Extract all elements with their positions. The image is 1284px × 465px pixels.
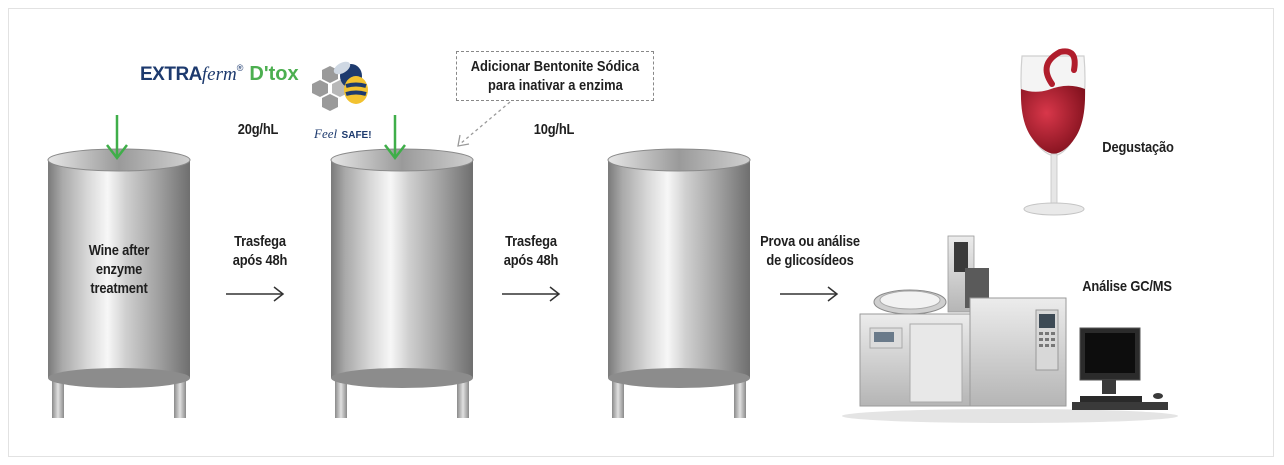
feel-text: Feel [314,126,338,141]
tank-1 [47,148,191,418]
feel-safe-logo: Feel SAFE! [314,125,372,143]
callout-pointer-arrow [457,101,511,147]
extraferm-dtox-logo: EXTRAferm® D'tox [140,63,299,93]
right-arrow-icon [780,286,839,302]
dose-10: 10g/hL [533,121,575,138]
dose-20: 20g/hL [237,121,279,138]
down-arrow-icon [384,115,406,161]
right-arrow-icon [226,286,285,302]
down-arrow-icon [106,115,128,161]
bee-logo-icon [312,61,368,111]
step-3-line-2: de glicosídeos [766,252,854,269]
step-1-line-2: após 48h [232,252,288,269]
callout-line-2: para inativar a enzima [487,77,623,94]
step-2-label: Trasfega após 48h [484,232,579,270]
callout-line-1: Adicionar Bentonite Sódica [470,58,640,75]
wine-glass-icon [1020,48,1086,216]
brand-ferm: ferm [201,64,237,85]
tank-1-label: Wine after enzyme treatment [72,241,167,298]
diagram-frame [8,8,1274,457]
brand-extra: EXTRA [140,64,202,85]
tank-1-label-line-3: treatment [90,280,148,297]
analysis-label: Análise GC/MS [1082,278,1172,295]
bentonite-callout: Adicionar Bentonite Sódica para inativar… [456,51,654,101]
tank-1-label-line-2: enzyme [95,261,143,278]
step-1-label: Trasfega após 48h [213,232,308,270]
brand-registered: ® [236,63,244,73]
step-3-label: Prova ou análise de glicosídeos [746,232,875,270]
tasting-label: Degustação [1102,139,1174,156]
step-1-line-1: Trasfega [234,233,286,250]
tank-3 [607,148,751,418]
gc-ms-instrument-icon [842,235,1178,423]
brand-product: D'tox [249,63,299,85]
tank-2 [330,148,474,418]
tank-1-label-line-1: Wine after [88,242,150,259]
step-2-line-2: após 48h [503,252,559,269]
step-2-line-1: Trasfega [505,233,557,250]
right-arrow-icon [502,286,561,302]
step-3-line-1: Prova ou análise [760,233,860,250]
safe-text: SAFE! [341,130,372,141]
